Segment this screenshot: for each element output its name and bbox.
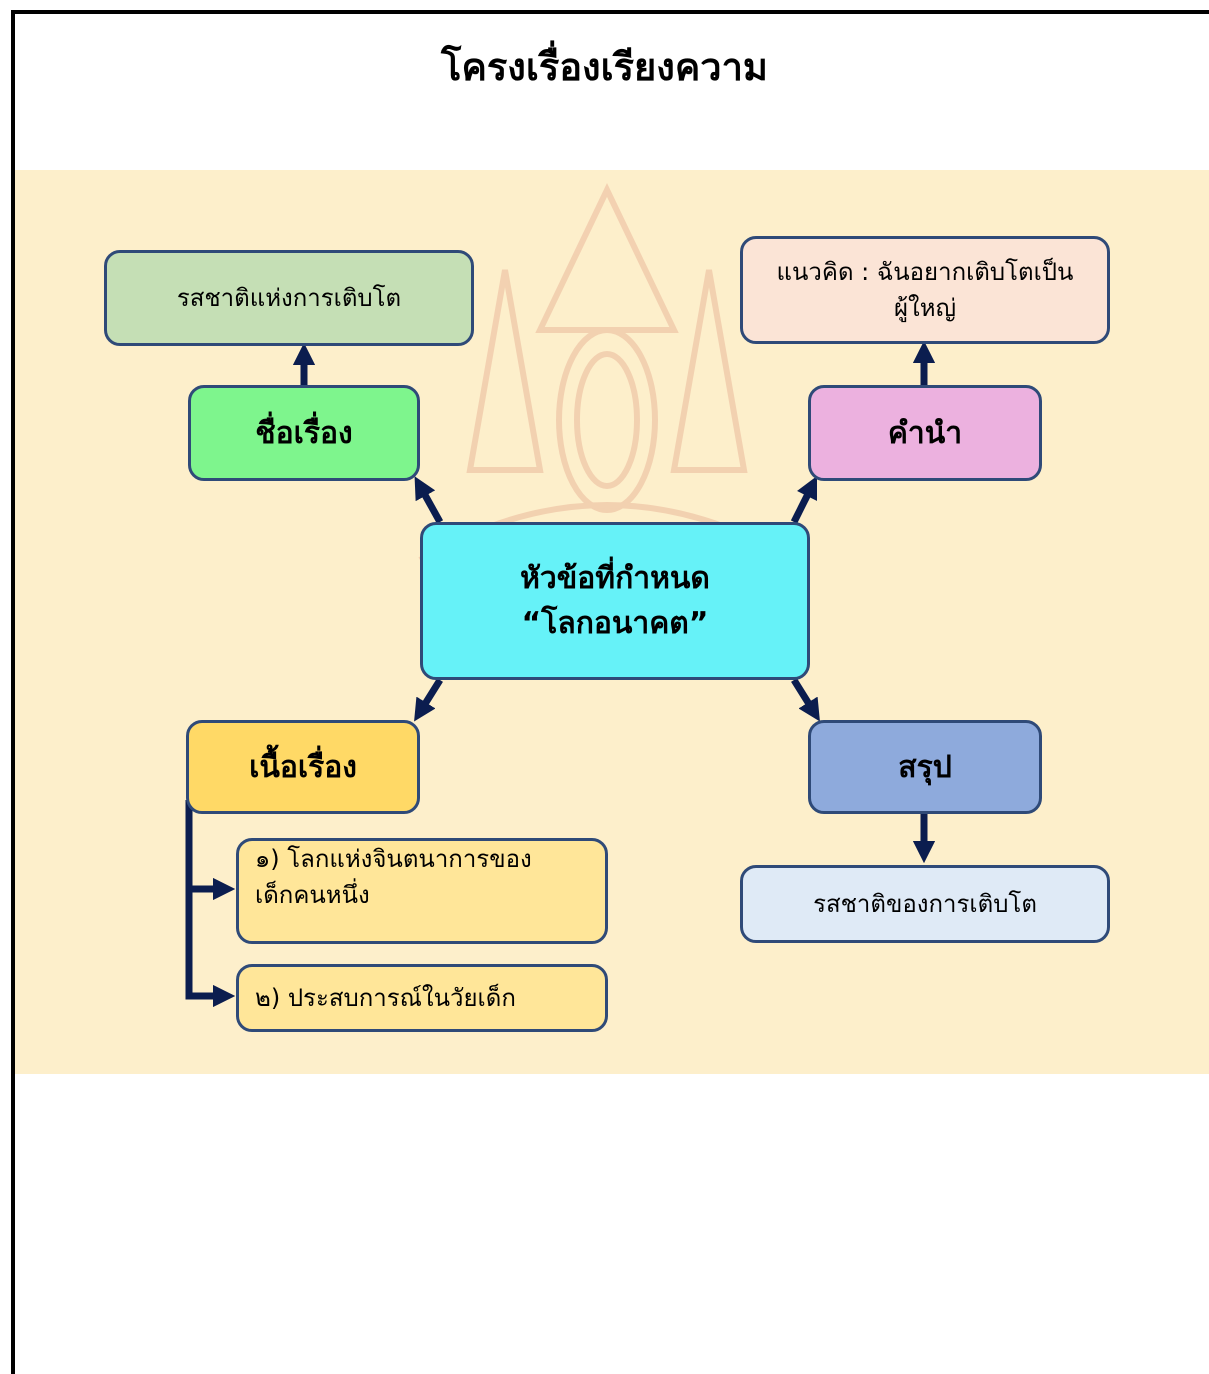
- center-line-2: “โลกอนาคต”: [521, 606, 709, 641]
- body-item-2-label: ๒) ประสบการณ์ในวัยเด็ก: [255, 984, 516, 1012]
- body-branch-line: [185, 800, 236, 1008]
- body-item-2: ๒) ประสบการณ์ในวัยเด็ก: [236, 964, 608, 1032]
- intro-node: คำนำ: [808, 385, 1042, 481]
- conclusion-node: สรุป: [808, 720, 1042, 814]
- body-node-label: เนื้อเรื่อง: [249, 749, 357, 785]
- body-item-1-line-1: ๑) โลกแห่งจินตนาการของ: [255, 845, 532, 873]
- title-child-node: รสชาติแห่งการเติบโต: [104, 250, 474, 346]
- title-node: ชื่อเรื่อง: [188, 385, 420, 481]
- center-line-1: หัวข้อที่กำหนด: [520, 561, 710, 596]
- page-frame: [11, 10, 1209, 1374]
- title-node-label: ชื่อเรื่อง: [255, 415, 353, 451]
- body-item-1-line-2: เด็กคนหนึ่ง: [255, 881, 370, 909]
- title-child-label: รสชาติแห่งการเติบโต: [176, 284, 402, 312]
- body-node: เนื้อเรื่อง: [186, 720, 420, 814]
- conclusion-child-label: รสชาติของการเติบโต: [813, 890, 1037, 918]
- body-item-1: ๑) โลกแห่งจินตนาการของ เด็กคนหนึ่ง: [236, 838, 608, 944]
- conclusion-child-node: รสชาติของการเติบโต: [740, 865, 1110, 943]
- conclusion-node-label: สรุป: [898, 749, 952, 785]
- center-topic-node: หัวข้อที่กำหนด “โลกอนาคต”: [420, 522, 810, 680]
- arrow-to-conclusion: [791, 678, 820, 722]
- page-title: โครงเรื่องเรียงความ: [441, 45, 768, 89]
- arrow-to-body: [414, 678, 443, 722]
- arrow-to-intro: [790, 475, 818, 524]
- intro-child-line-1: แนวคิด : ฉันอยากเติบโตเป็น: [776, 258, 1074, 286]
- intro-child-node: แนวคิด : ฉันอยากเติบโตเป็น ผู้ใหญ่: [740, 236, 1110, 344]
- intro-node-label: คำนำ: [887, 415, 963, 451]
- arrow-to-title: [414, 476, 444, 524]
- intro-child-line-2: ผู้ใหญ่: [893, 294, 957, 322]
